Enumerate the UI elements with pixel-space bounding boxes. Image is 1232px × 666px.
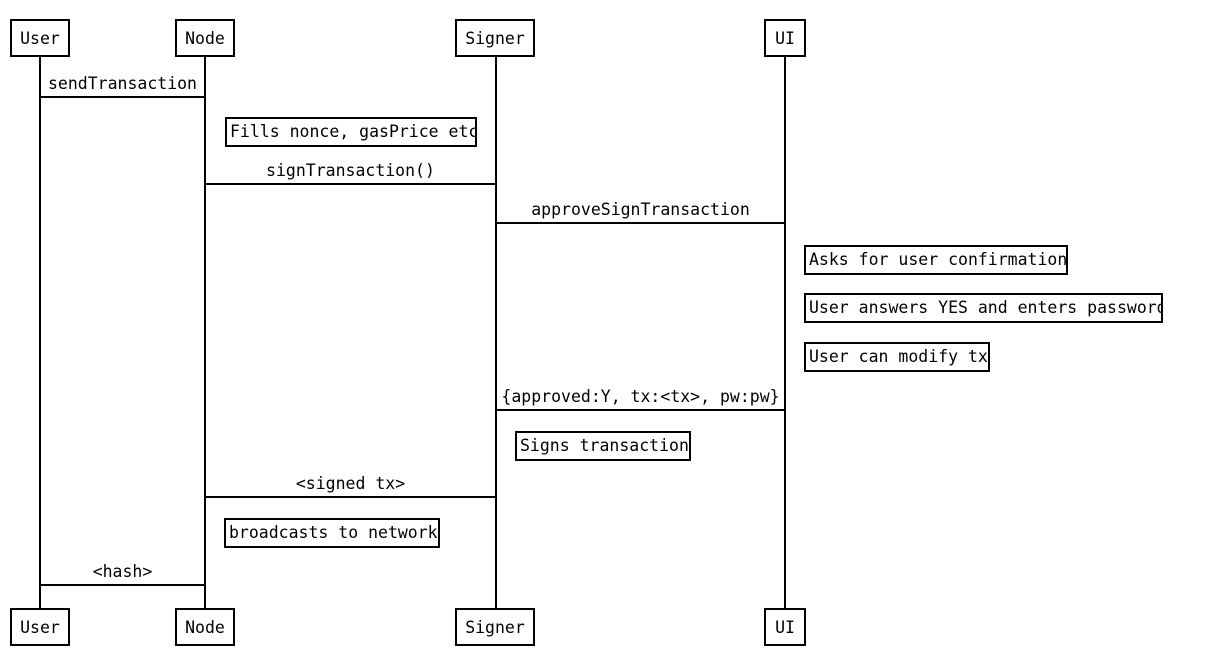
actor-user-top: User [10,19,70,57]
lifeline-node [204,57,206,608]
message-label-signtransaction: signTransaction() [266,161,435,180]
message-label-approvesigntransaction: approveSignTransaction [531,200,750,219]
message-line-hash [40,584,205,586]
actor-user-bottom: User [10,608,70,646]
message-line-signed-tx [205,496,496,498]
message-label-hash: <hash> [92,562,153,581]
message-label-signed-tx: <signed tx> [295,474,406,493]
note-broadcasts-to-network: broadcasts to network [224,518,440,548]
actor-node-top: Node [175,19,235,57]
actor-ui-top: UI [764,19,806,57]
message-line-approved-payload [496,409,785,411]
note-user-answers-yes: User answers YES and enters password [804,293,1163,323]
message-label-sendtransaction: sendTransaction [47,74,197,93]
note-signs-transaction: Signs transaction [515,431,691,461]
note-fills-nonce: Fills nonce, gasPrice etc [225,117,477,147]
actor-signer-bottom: Signer [455,608,535,646]
actor-node-bottom: Node [175,608,235,646]
actor-signer-top: Signer [455,19,535,57]
message-line-signtransaction [205,183,496,185]
lifeline-signer [495,57,497,608]
lifeline-ui [784,57,786,608]
message-line-sendtransaction [40,96,205,98]
message-label-approved-payload: {approved:Y, tx:<tx>, pw:pw} [501,387,780,406]
note-user-can-modify-tx: User can modify tx [804,342,990,372]
message-line-approvesigntransaction [496,222,785,224]
actor-ui-bottom: UI [764,608,806,646]
lifeline-user [39,57,41,608]
note-asks-confirmation: Asks for user confirmation [804,245,1068,275]
